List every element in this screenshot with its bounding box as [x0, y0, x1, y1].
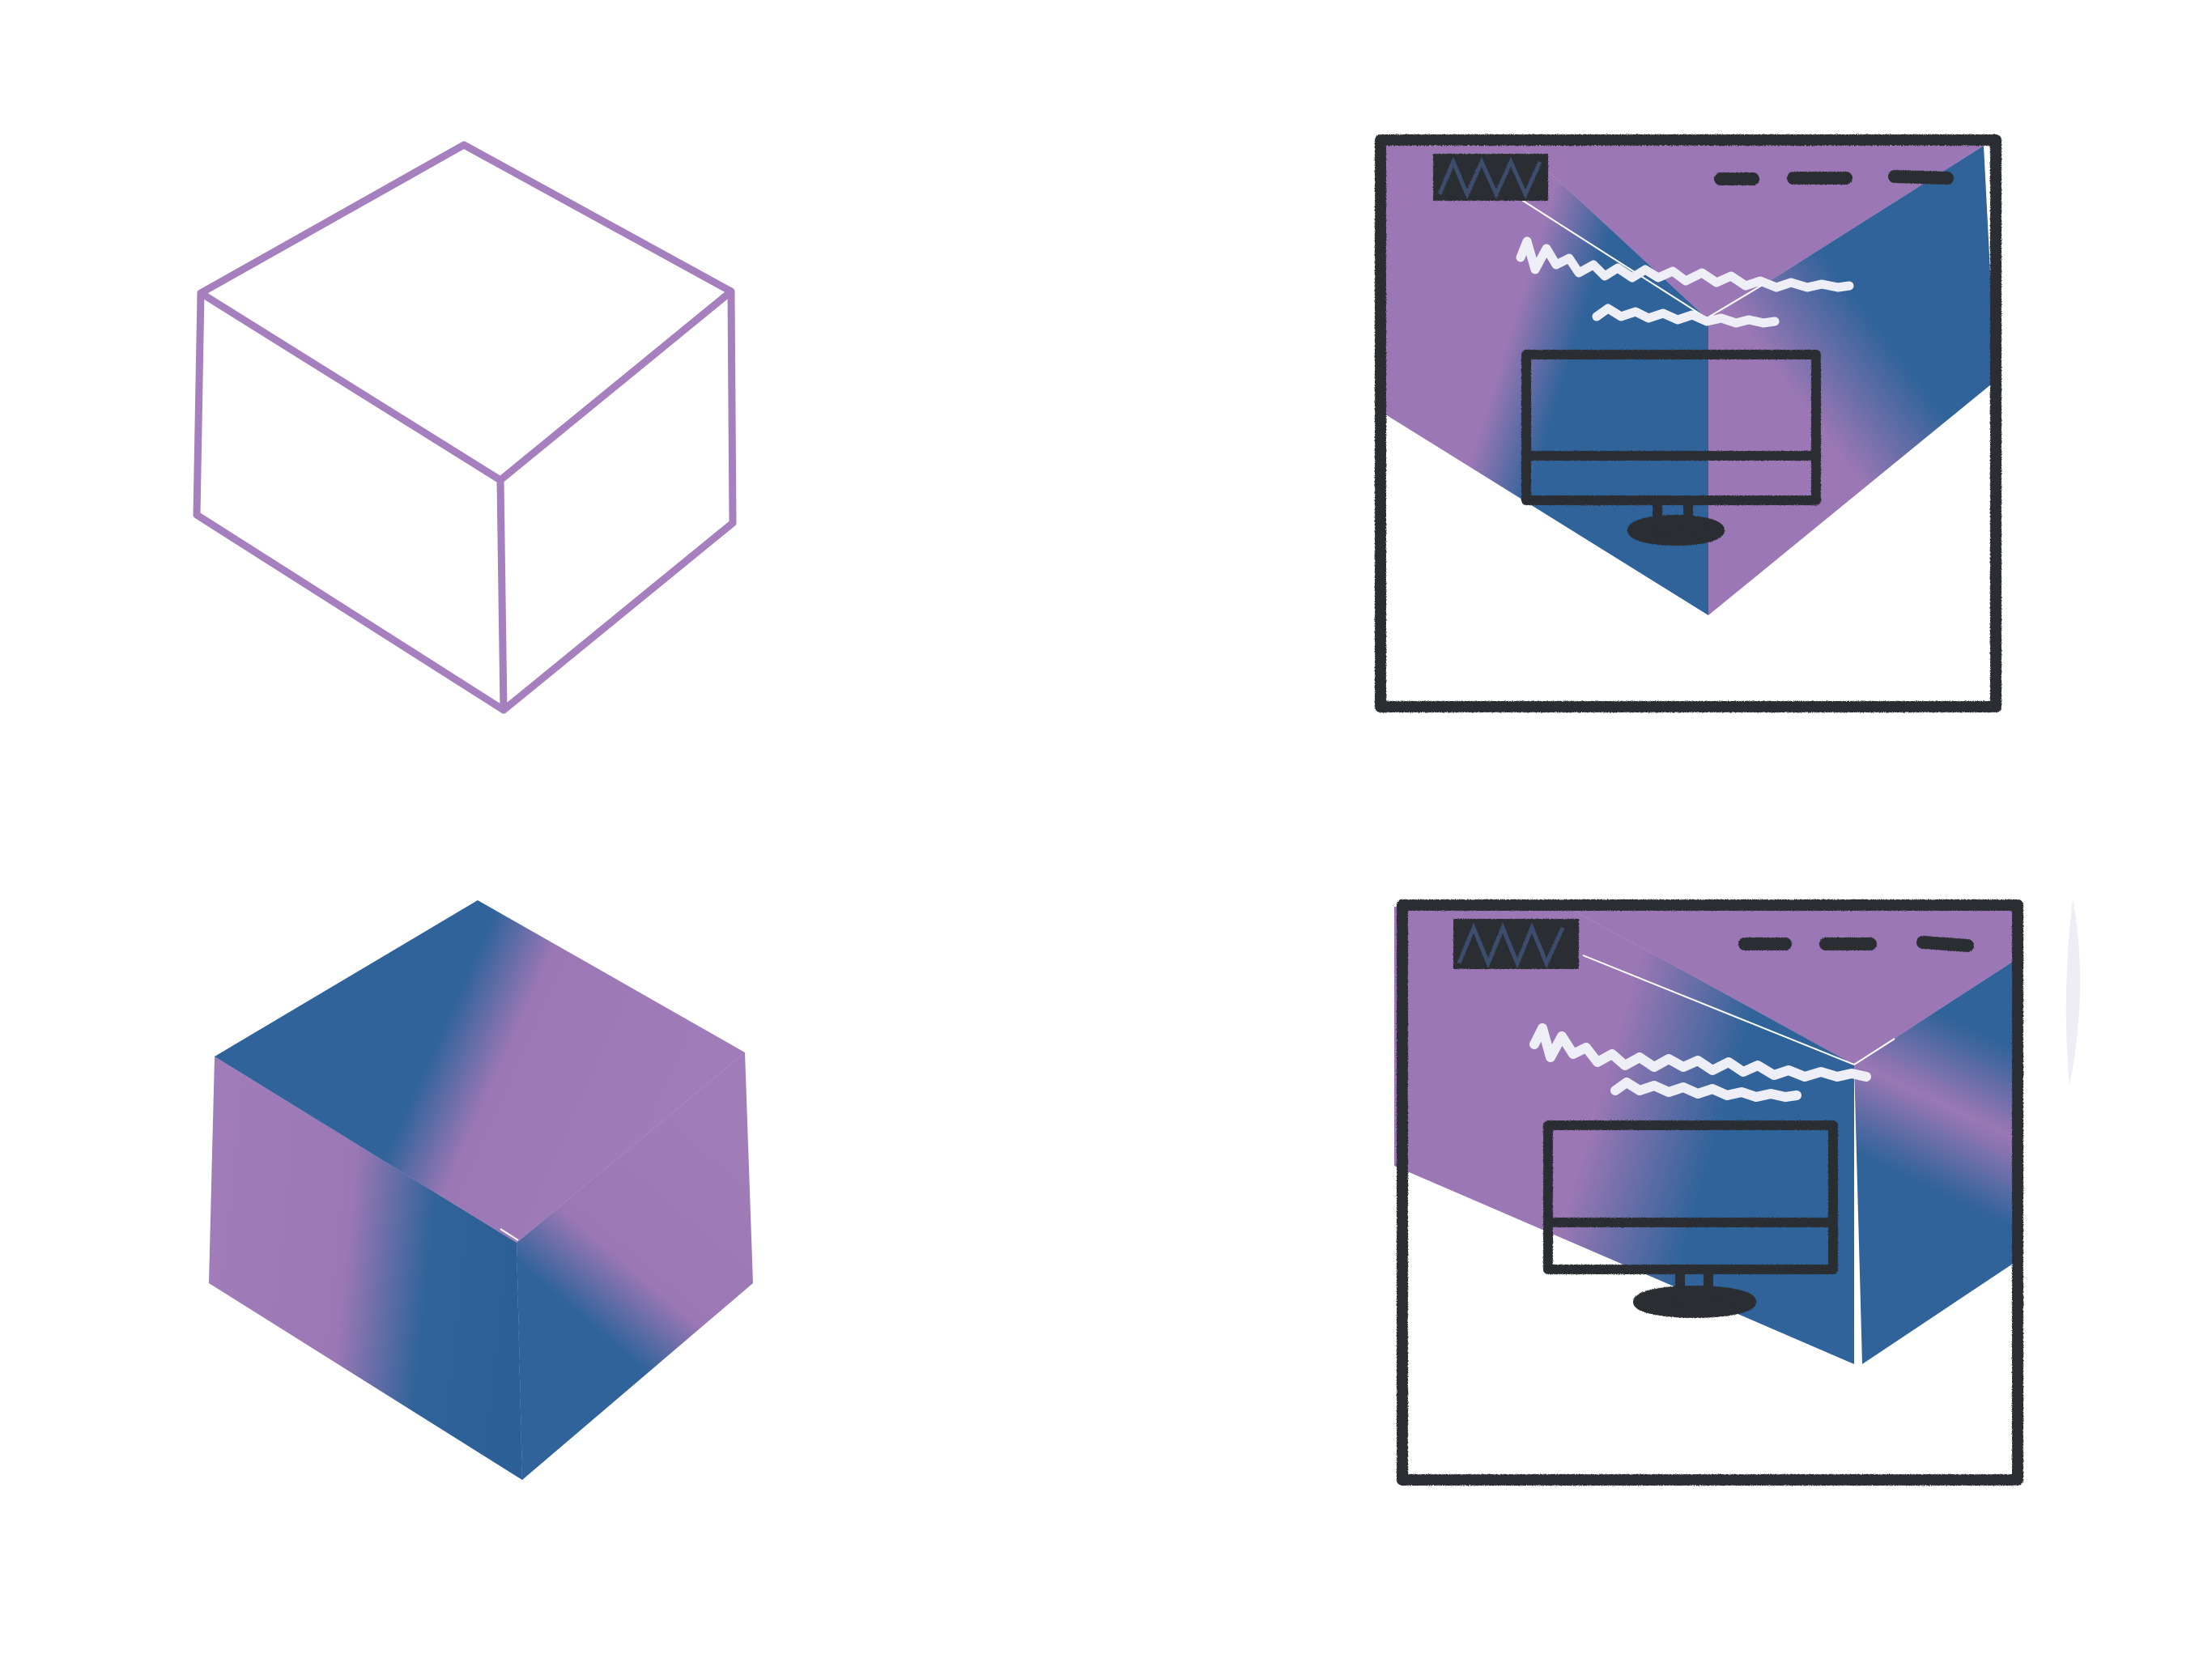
webpage-sketch-top [1375, 134, 2001, 712]
monitor-icon [1521, 350, 1821, 546]
overlay2-ridge-right [1853, 1038, 1895, 1065]
overlay2-left-face [1394, 907, 1854, 1364]
monitor-icon [1543, 1120, 1838, 1318]
logo-scribble-icon [1433, 154, 1548, 201]
webpage-sketch-bottom [1394, 899, 2081, 1486]
overlay-ridge [1520, 198, 1708, 319]
overlay-ridge-right [1706, 283, 1766, 319]
overlay2-smudge [2065, 899, 2081, 1085]
overlay-top-band [1521, 146, 1984, 320]
cube-gradient [209, 900, 753, 1480]
headline-scribble-icon [1516, 236, 1854, 328]
webpage2-frame [1397, 899, 2023, 1486]
logo-scribble-icon [1453, 919, 1579, 969]
overlay2-top-band [1567, 907, 2023, 1065]
nav-dashes-icon [1738, 936, 1974, 952]
cube-gradient-highlight [500, 1228, 519, 1241]
cube-outline-right-edge [500, 287, 737, 714]
overlay2-right-face [1854, 955, 2023, 1364]
nav-dashes-icon [1714, 170, 1954, 185]
headline-scribble-icon [1529, 1023, 1871, 1102]
cube-gradient-right-face [517, 1052, 753, 1480]
webpage-frame [1375, 134, 2001, 712]
cube-outline [193, 141, 737, 714]
cube-gradient-left-face [209, 1056, 522, 1480]
cube-gradient-top-face [215, 900, 745, 1243]
cube-outline-front-edge [496, 476, 508, 714]
overlay2-ridge [1582, 954, 1855, 1065]
cube-outline-left-edge [193, 289, 508, 714]
cube-outline-top-face [197, 141, 735, 484]
